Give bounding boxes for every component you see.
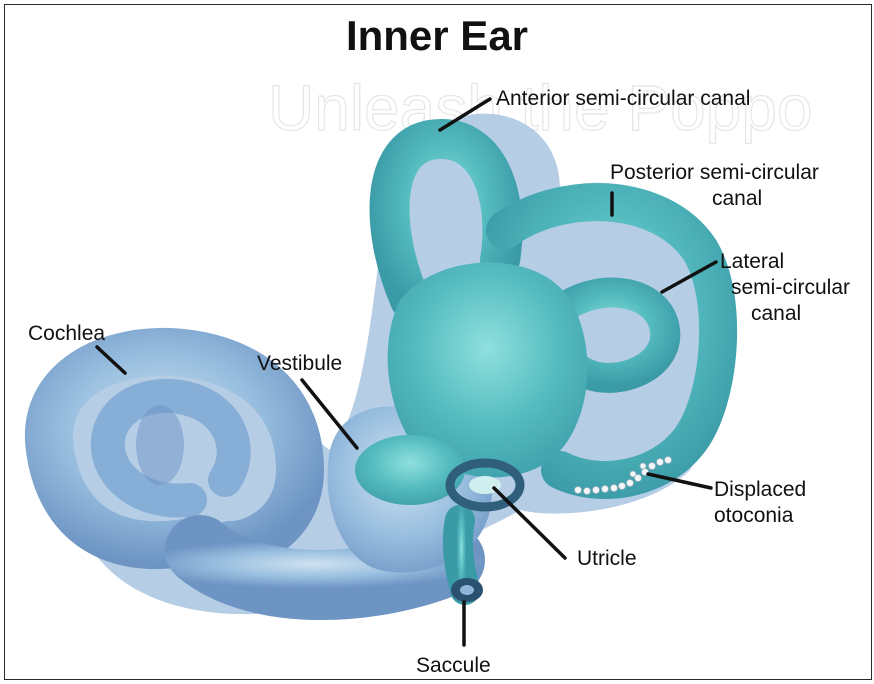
label-anterior-canal: Anterior semi-circular canal — [496, 87, 750, 111]
label-cochlea: Cochlea — [28, 322, 105, 346]
label-saccule: Saccule — [416, 654, 491, 678]
label-displaced-otoconia-line1: Displaced — [714, 478, 806, 502]
label-lateral-canal-line2: semi-circular — [731, 276, 850, 300]
label-posterior-canal-line1: Posterior semi-circular — [610, 161, 819, 185]
label-lateral-canal-line1: Lateral — [720, 250, 784, 274]
label-lateral-canal-line3: canal — [751, 302, 801, 326]
label-vestibule: Vestibule — [257, 352, 342, 376]
label-displaced-otoconia-line2: otoconia — [714, 504, 793, 528]
label-utricle: Utricle — [577, 547, 637, 571]
label-posterior-canal-line2: canal — [712, 187, 762, 211]
saccule-center — [460, 585, 474, 595]
diagram-title: Inner Ear — [0, 12, 874, 60]
